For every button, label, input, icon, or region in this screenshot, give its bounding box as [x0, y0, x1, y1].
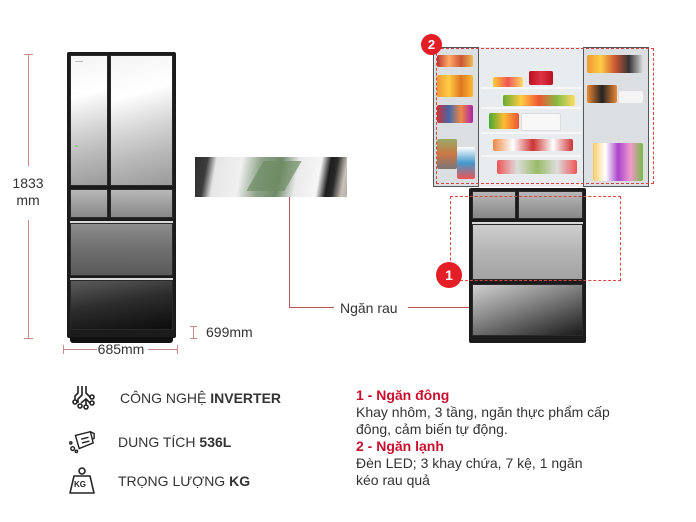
fridge-vegetable-drawer — [70, 280, 173, 330]
feature-prefix: TRỌNG LƯỢNG — [118, 473, 230, 489]
vegetables-image — [246, 161, 302, 191]
brand-logo — [75, 61, 83, 62]
feature-prefix: CÔNG NGHỆ — [120, 390, 211, 406]
food-items — [457, 147, 475, 179]
compartment-descriptions: 1 - Ngăn đông Khay nhôm, 3 tầng, ngăn th… — [356, 387, 686, 489]
drawer-handle — [70, 278, 173, 280]
feature-prefix: DUNG TÍCH — [118, 434, 200, 450]
vegetable-drawer-callout-label: Ngăn rau — [340, 300, 398, 316]
fridge-description-line: Đèn LED; 3 khay chứa, 7 kệ, 1 ngăn — [356, 455, 583, 471]
food-items — [489, 113, 519, 129]
shelf — [481, 87, 581, 89]
fridge-description-line: kéo rau quả — [356, 472, 430, 488]
depth-dimension-label: 699mm — [206, 324, 253, 340]
feature-value: 536L — [199, 434, 232, 450]
food-items — [493, 139, 573, 151]
freezer-compartment-badge: 1 — [436, 262, 462, 288]
food-items — [587, 55, 643, 73]
callout-leader-horizontal — [289, 307, 334, 308]
width-dimension-cap-right — [177, 345, 178, 354]
fridge-compartment-highlight — [436, 48, 654, 184]
fridge-switch-drawer-right — [110, 189, 173, 218]
shelf — [481, 155, 581, 157]
feature-capacity: DUNG TÍCH 536L — [68, 428, 231, 456]
height-dimension-line-bottom — [28, 220, 29, 338]
feature-label: DUNG TÍCH 536L — [118, 434, 231, 450]
switch-drawer-right — [518, 191, 583, 219]
weight-kg-icon: KG — [68, 467, 96, 495]
width-dimension-line-right — [148, 349, 177, 350]
shelf — [481, 107, 581, 109]
feature-inverter: CÔNG NGHỆ INVERTER — [70, 384, 281, 412]
fridge-right-door — [110, 55, 173, 186]
freezer-compartment-highlight — [450, 196, 621, 281]
fridge-left-door — [70, 55, 108, 186]
vegetable-drawer-photo — [195, 157, 347, 197]
measuring-jug-icon — [68, 428, 96, 456]
open-fridge-photo — [433, 47, 649, 187]
food-items — [529, 71, 553, 85]
switch-drawer-left — [472, 191, 516, 219]
feature-value: KG — [229, 473, 251, 489]
food-items — [437, 139, 457, 169]
height-unit: mm — [16, 191, 40, 208]
shelf — [481, 132, 581, 134]
fridge-compartment-badge: 2 — [421, 34, 442, 55]
callout-leader-vertical — [289, 197, 290, 307]
callout-leader-right — [408, 307, 496, 308]
depth-dimension-cap-bottom — [190, 338, 197, 339]
fridge-front-image — [67, 52, 176, 338]
food-items — [593, 143, 643, 181]
freezer-title: 1 - Ngăn đông — [356, 387, 450, 403]
fridge-switch-drawer-left — [70, 189, 108, 218]
fridge-freezer-drawer — [70, 223, 173, 276]
food-items — [437, 55, 473, 67]
freezer-description-line: đông, cảm biến tự động. — [356, 421, 508, 437]
freezer-description-line: Khay nhôm, 3 tầng, ngăn thực phẩm cấp — [356, 404, 610, 420]
height-dimension-label: 1833 mm — [4, 175, 52, 209]
fridge-base — [70, 337, 173, 343]
food-items — [619, 91, 643, 103]
feature-label: CÔNG NGHỆ INVERTER — [120, 390, 281, 406]
feature-weight: KG TRỌNG LƯỢNG KG — [68, 467, 250, 495]
drawer-handle — [70, 221, 173, 223]
height-value: 1833 — [12, 175, 44, 191]
food-items — [503, 95, 575, 106]
chip-circuit-icon — [70, 384, 98, 412]
food-items — [497, 160, 577, 174]
feature-label: TRỌNG LƯỢNG KG — [118, 473, 250, 489]
food-items — [521, 113, 561, 131]
weight-icon-text: KG — [74, 480, 86, 489]
width-dimension-line-left — [63, 349, 97, 350]
height-dimension-line-top — [28, 54, 29, 166]
vegetable-drawer — [472, 284, 583, 336]
fridge-lower-section-image — [469, 188, 586, 343]
food-items — [437, 105, 473, 123]
feature-value: INVERTER — [210, 390, 282, 406]
food-items — [493, 77, 523, 87]
drawer-handle — [472, 222, 583, 224]
height-dimension-cap-bottom — [24, 338, 33, 339]
food-items — [587, 85, 617, 103]
control-indicator — [75, 145, 78, 147]
fridge-title: 2 - Ngăn lạnh — [356, 438, 444, 454]
depth-dimension-line — [193, 326, 194, 338]
freezer-drawer — [472, 224, 583, 280]
width-dimension-label: 685mm — [97, 341, 145, 357]
food-items — [437, 75, 473, 97]
